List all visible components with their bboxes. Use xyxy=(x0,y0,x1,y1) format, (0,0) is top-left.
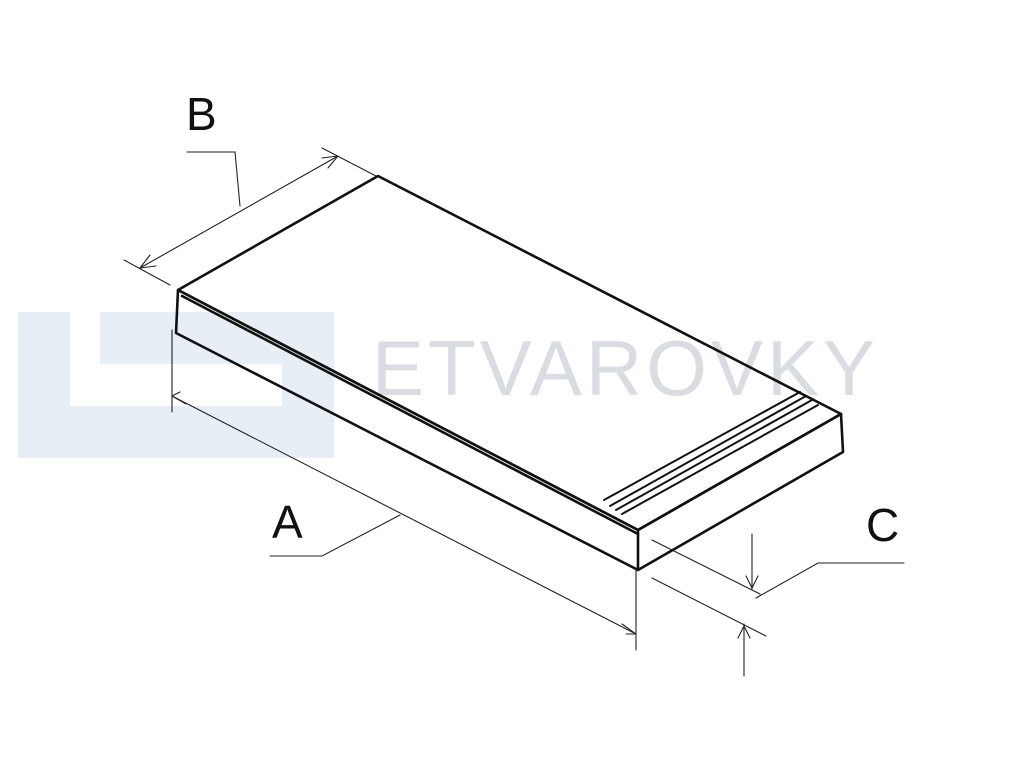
dimension-a xyxy=(171,329,637,651)
side-face xyxy=(636,412,845,572)
stair-tread xyxy=(174,174,845,572)
dimension-c-label: C xyxy=(866,499,899,551)
dimension-c xyxy=(651,533,905,677)
dimension-a-label: A xyxy=(272,496,303,548)
dimension-b xyxy=(123,147,377,286)
watermark-logo xyxy=(18,312,334,458)
top-edge-highlight xyxy=(180,294,640,536)
dimension-b-label: B xyxy=(186,88,217,140)
anti-slip-grooves xyxy=(603,391,819,515)
